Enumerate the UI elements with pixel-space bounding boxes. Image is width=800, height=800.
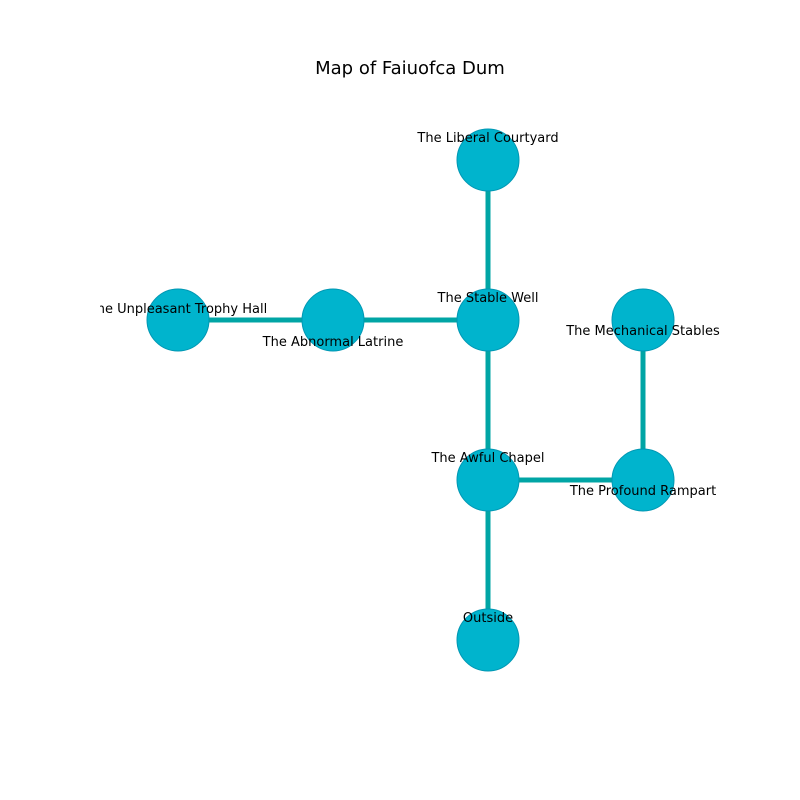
room-label-abnormal-latrine: The Abnormal Latrine	[262, 335, 404, 350]
room-node-awful-chapel	[456, 448, 520, 512]
room-label-awful-chapel: The Awful Chapel	[430, 451, 544, 466]
room-label-unpleasant-trophy-hall: The Unpleasant Trophy Hall	[88, 302, 267, 317]
room-node-profound-rampart	[611, 448, 675, 512]
room-node-unpleasant-trophy-hall	[146, 288, 210, 352]
room-label-outside: Outside	[463, 611, 513, 626]
room-label-liberal-courtyard: The Liberal Courtyard	[416, 131, 558, 146]
map-title: Map of Faiuofca Dum	[315, 58, 505, 79]
room-node-outside	[456, 608, 520, 672]
room-label-mechanical-stables: The Mechanical Stables	[565, 324, 720, 339]
connections-layer	[178, 160, 646, 640]
room-node-liberal-courtyard	[456, 128, 520, 192]
room-node-mechanical-stables	[611, 288, 675, 352]
room-label-profound-rampart: The Profound Rampart	[569, 484, 716, 499]
room-label-stable-well: The Stable Well	[437, 291, 539, 306]
room-node-stable-well	[456, 288, 520, 352]
rooms-layer	[146, 128, 675, 672]
room-node-abnormal-latrine	[301, 288, 365, 352]
